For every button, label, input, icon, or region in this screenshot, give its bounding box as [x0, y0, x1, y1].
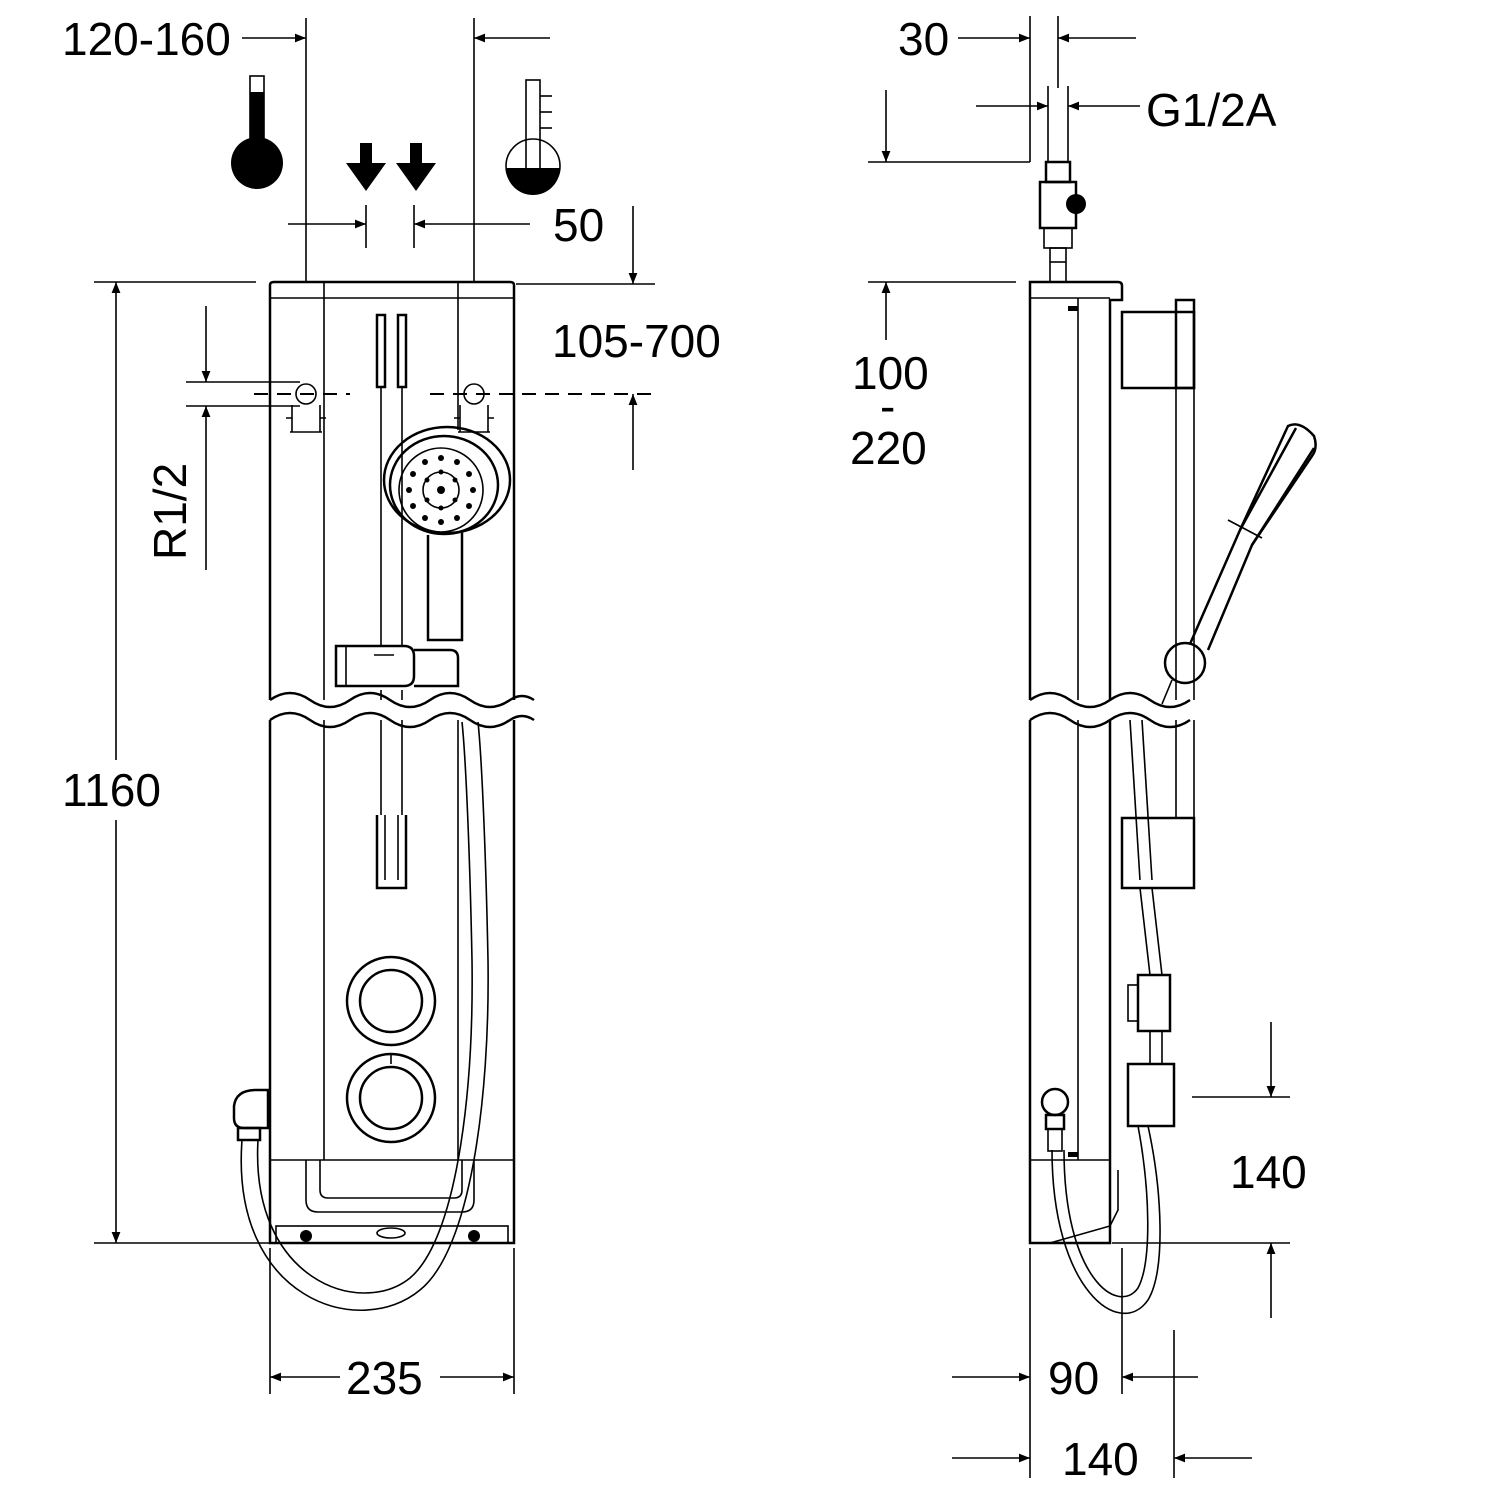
dim-lower-height: 140 — [1112, 1022, 1307, 1318]
shower-panel-front — [268, 280, 535, 1245]
slide-rail-front — [375, 313, 408, 890]
outlet-side — [1040, 1087, 1070, 1152]
dim-offset-top-label: 100 — [852, 347, 929, 399]
dim-thread-front-label: R1/2 — [144, 463, 196, 560]
hand-shower-head-front — [382, 425, 512, 642]
dim-lower-height-label: 140 — [1230, 1146, 1307, 1198]
flow-control-knob — [345, 955, 437, 1047]
dim-depth-total: 140 — [952, 1330, 1252, 1485]
dim-pipe-width: 30 — [898, 13, 1136, 162]
spray-nozzles — [406, 455, 476, 525]
dim-offset-bottom-label: 220 — [850, 422, 927, 474]
dim-connection-spacing: 120-160 — [62, 13, 550, 282]
shower-hose-side — [1051, 719, 1176, 1315]
dim-thread-side-label: G1/2A — [1146, 84, 1277, 136]
dim-fixing-height: 105-700 — [516, 206, 721, 470]
dim-depth-total-label: 140 — [1062, 1433, 1139, 1485]
dim-thread-side: G1/2A — [976, 84, 1277, 162]
hand-shower-side — [1161, 423, 1317, 705]
dim-connection-spacing-label: 120-160 — [62, 13, 231, 65]
dim-offset: 100 - 220 — [850, 90, 1030, 474]
dim-width: 235 — [269, 1248, 515, 1404]
front-view: 120-160 50 — [62, 13, 721, 1404]
shower-panel-side — [1028, 280, 1191, 1245]
dim-depth-panel: 90 — [952, 1248, 1198, 1478]
slide-rail-side — [1120, 298, 1196, 890]
shower-hose-front — [232, 721, 489, 1311]
shower-holder-front — [334, 644, 460, 688]
dim-inlet-width-label: 50 — [553, 199, 604, 251]
dim-height-label: 1160 — [62, 764, 161, 816]
angle-valve-side — [1038, 160, 1086, 283]
flow-direction-arrows-icon — [346, 143, 436, 191]
dim-height: 1160 — [62, 281, 300, 1244]
wall-bracket-right — [454, 383, 494, 433]
cold-water-thermometer-icon — [505, 79, 561, 195]
dim-width-label: 235 — [346, 1352, 423, 1404]
dim-pipe-width-label: 30 — [898, 13, 949, 65]
dim-fixing-height-label: 105-700 — [552, 315, 721, 367]
dim-thread-front: R1/2 — [144, 306, 300, 570]
dim-offset-sep-label: - — [880, 380, 895, 432]
hot-water-thermometer-icon — [231, 75, 283, 189]
thermostat-control-knob — [345, 1052, 437, 1144]
dim-inlet-width: 50 — [288, 199, 604, 251]
dim-depth-panel-label: 90 — [1048, 1352, 1099, 1404]
wall-bracket-left — [286, 383, 326, 433]
side-view: 30 G1/2A 100 - 220 — [850, 13, 1317, 1485]
